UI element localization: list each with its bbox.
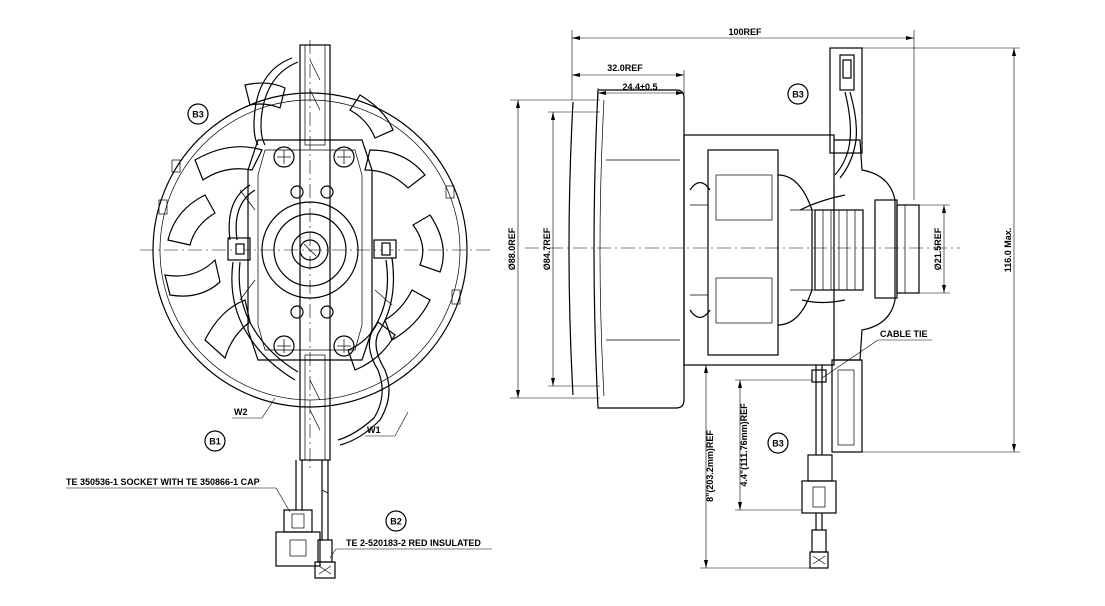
bubble-b1	[204, 430, 226, 452]
label-w2: W2	[234, 407, 248, 417]
terminal-note: TE 2-520183-2 RED INSULATED	[346, 538, 481, 548]
bubble-b3-side-bottom	[767, 432, 789, 454]
bubble-b3-front	[187, 103, 209, 125]
dim-fan-inner: 24.4±0.5	[623, 82, 658, 92]
bubble-b1-label: B1	[209, 437, 221, 447]
dim-overall-length: 100REF	[728, 27, 762, 37]
dim-lead-long: 8"(203.2mm)REF	[705, 430, 715, 502]
screw-heads	[273, 146, 355, 357]
fan-blades	[164, 82, 444, 371]
dim-hub-dia: Ø21.5REF	[933, 227, 943, 270]
bubble-b3-side-bottom-label: B3	[772, 439, 784, 449]
side-view: 100REF 32.0REF 24.4±0.5 Ø88.0REF Ø84.7RE…	[507, 27, 1020, 569]
front-view: B3 B1 B2 W2 W1 TE 350536-1 SOCKET WITH T…	[66, 40, 492, 579]
dim-fan-length: 32.0REF	[607, 63, 643, 73]
dim-outer-dia: Ø88.0REF	[507, 227, 517, 270]
socket-note: TE 350536-1 SOCKET WITH TE 350866-1 CAP	[66, 477, 260, 487]
bubble-b3-side-top-label: B3	[792, 90, 804, 100]
dim-lead-short: 4.4"(111.76mm)REF	[739, 403, 749, 487]
bubble-b3-front-label: B3	[192, 110, 204, 120]
cable-tie-label: CABLE TIE	[880, 329, 928, 339]
bubble-b3-side-top	[787, 83, 809, 105]
dim-max-height: 116.0 Max.	[1003, 228, 1013, 273]
bubble-b2	[385, 510, 407, 532]
label-w1: W1	[367, 425, 381, 435]
dim-inner-dia: Ø84.7REF	[542, 227, 552, 270]
bubble-b2-label: B2	[390, 517, 402, 527]
